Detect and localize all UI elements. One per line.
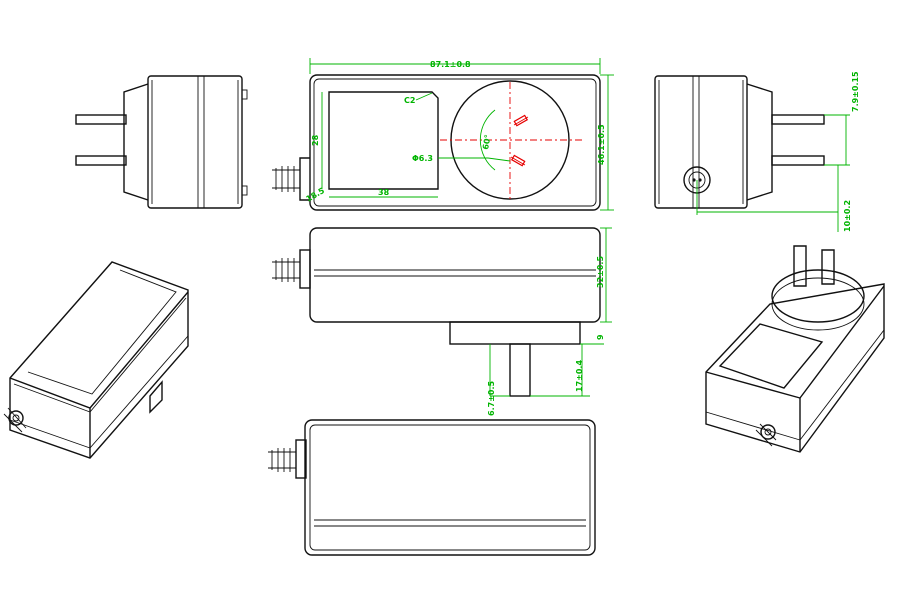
pin-width-dimension: 6.7±0.5 (487, 381, 496, 416)
label-area-height-dimension: 28 (311, 134, 320, 146)
side-elevation-view: 32±0.5 9 6.7±0.5 17±0.4 (272, 227, 612, 416)
pin-length-dimension: 17±0.4 (575, 360, 584, 392)
bottom-view (268, 419, 596, 556)
label-area-width-dimension: 38 (378, 188, 390, 197)
pin-spacing-dimension: 7.9±0.15 (851, 71, 860, 112)
right-side-view: 7.9±0.15 10±0.2 (654, 71, 860, 232)
pin-angle-dimension: 60° (481, 134, 492, 150)
label-offset-dimension: 18.5 (305, 186, 327, 204)
height-dimension: 32±0.5 (596, 256, 605, 288)
width-dimension: 46.1±0.5 (597, 124, 606, 165)
pin-hole-dimension: Φ6.3 (412, 154, 433, 163)
base-step-dimension: 9 (596, 334, 605, 340)
isometric-view-left (3, 261, 189, 459)
length-dimension: 87.1±0.8 (430, 60, 471, 69)
isometric-view-right (705, 245, 885, 453)
plug-offset-dimension: 10±0.2 (843, 200, 852, 232)
label-corner-chamfer: C2 (404, 96, 415, 105)
left-side-view (75, 75, 248, 209)
front-face-view: 87.1±0.8 46.1±0.5 28 38 C2 18.5 Φ6.3 60° (272, 58, 614, 211)
